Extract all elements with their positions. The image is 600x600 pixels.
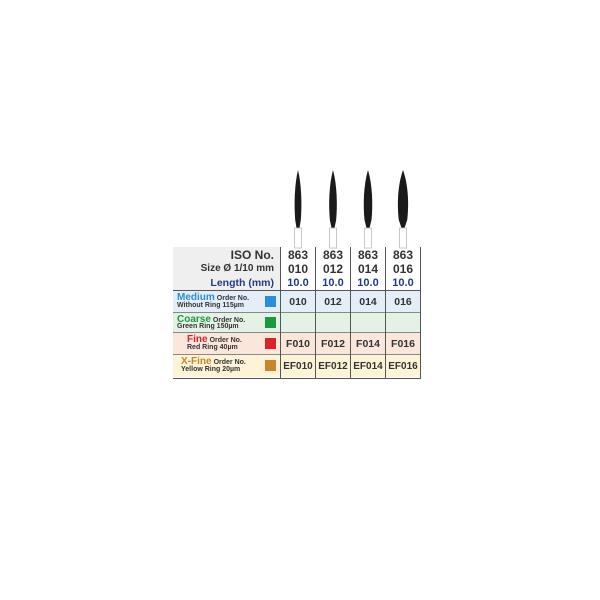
order-cell: F016 — [386, 333, 420, 355]
length-label: Length (mm) — [210, 276, 274, 289]
bur-shank — [294, 227, 302, 249]
order-cell: 016 — [386, 291, 420, 313]
order-cell — [316, 313, 350, 333]
iso-label: ISO No. — [230, 247, 274, 262]
iso-cell: 863 — [322, 247, 344, 262]
bur-head-icon — [329, 170, 337, 228]
bur-shank — [329, 227, 337, 249]
divider — [350, 247, 351, 379]
length-cell: 10.0 — [392, 276, 414, 289]
divider — [420, 247, 421, 379]
order-cell: F014 — [351, 333, 385, 355]
order-cell: EF014 — [351, 355, 385, 377]
order-cell: F012 — [316, 333, 350, 355]
size-cell: 014 — [357, 261, 379, 276]
order-cell — [281, 313, 315, 333]
order-cell: 014 — [351, 291, 385, 313]
product-table: ISO No. 863 863 863 863 Size Ø 1/10 mm 0… — [173, 247, 421, 379]
iso-row: ISO No. 863 863 863 863 — [173, 247, 421, 262]
length-cell: 10.0 — [322, 276, 344, 289]
grit-desc-coarse: Green Ring 150µm — [177, 323, 239, 330]
grit-swatch-coarse — [265, 317, 276, 328]
order-cell: F010 — [281, 333, 315, 355]
divider — [173, 354, 421, 355]
grit-desc-xfine: Yellow Ring 20µm — [181, 366, 241, 373]
order-cell: 010 — [281, 291, 315, 313]
divider — [385, 247, 386, 379]
bur-images — [294, 170, 409, 249]
order-cell: EF016 — [386, 355, 420, 377]
grit-desc-medium: Without Ring 115µm — [177, 302, 244, 309]
iso-cell: 863 — [287, 247, 309, 262]
iso-cell: 863 — [392, 247, 414, 262]
order-cell: EF012 — [316, 355, 350, 377]
order-cell — [351, 313, 385, 333]
length-cell: 10.0 — [357, 276, 379, 289]
bur-shank — [399, 227, 407, 249]
size-cell: 012 — [322, 261, 344, 276]
divider — [280, 247, 281, 379]
divider — [173, 312, 421, 313]
order-cell: 012 — [316, 291, 350, 313]
grit-swatch-xfine — [265, 360, 276, 371]
divider — [173, 290, 421, 291]
order-cell: EF010 — [281, 355, 315, 377]
iso-cell: 863 — [357, 247, 379, 262]
divider — [173, 332, 421, 333]
bur-head-icon — [294, 170, 302, 228]
grit-desc-fine: Red Ring 40µm — [187, 344, 238, 351]
divider — [315, 247, 316, 379]
bur-shank — [364, 227, 372, 249]
length-row: Length (mm) 10.0 10.0 10.0 10.0 — [173, 275, 421, 290]
length-cell: 10.0 — [287, 276, 309, 289]
grit-swatch-medium — [265, 296, 276, 307]
size-cell: 016 — [392, 261, 414, 276]
size-row: Size Ø 1/10 mm 010 012 014 016 — [173, 261, 421, 276]
bur-head-icon — [397, 170, 409, 228]
bur-head-icon — [363, 170, 373, 228]
size-cell: 010 — [287, 261, 309, 276]
order-cell — [386, 313, 420, 333]
size-label: Size Ø 1/10 mm — [200, 263, 274, 274]
grit-swatch-fine — [265, 338, 276, 349]
